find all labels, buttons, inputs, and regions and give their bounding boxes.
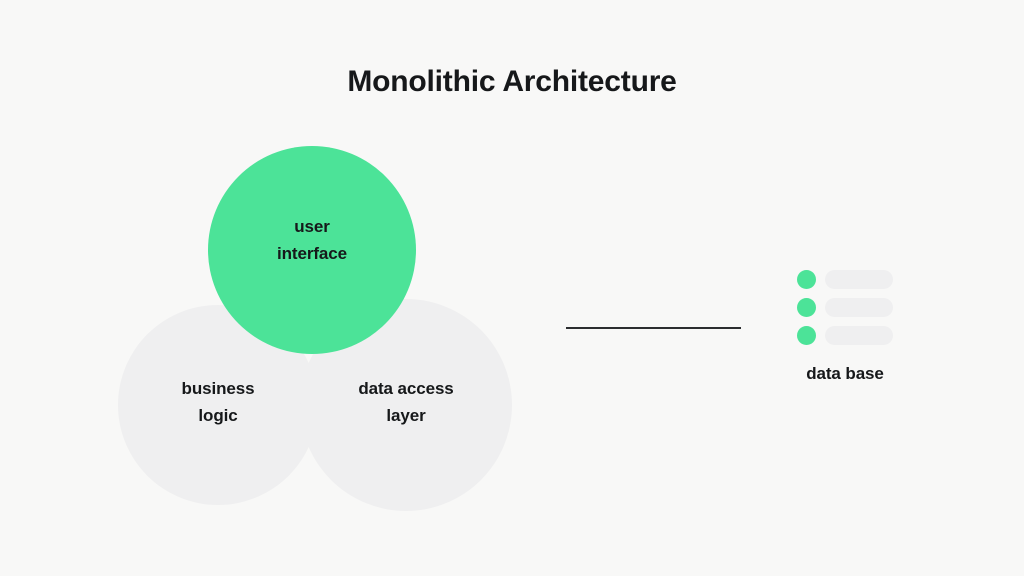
venn-circle-data-access-layer-label: data access layer — [358, 379, 454, 425]
venn-circle-user-interface-label: user interface — [277, 217, 347, 263]
venn-circle-business-logic-label: business logic — [181, 379, 255, 425]
database-row — [797, 326, 893, 345]
database-bar-icon — [825, 298, 893, 317]
page-title: Monolithic Architecture — [347, 65, 677, 98]
venn-circle-user-interface: user interface — [208, 146, 416, 354]
database-row — [797, 298, 893, 317]
database-caption: data base — [806, 364, 884, 383]
database-bar-icon — [825, 270, 893, 289]
database-dot-icon — [797, 298, 816, 317]
database-icon — [797, 270, 893, 345]
database-bar-icon — [825, 326, 893, 345]
database-dot-icon — [797, 270, 816, 289]
connector-line-icon — [566, 327, 741, 329]
database-dot-icon — [797, 326, 816, 345]
venn-circle-data-access-layer: data access layer — [300, 299, 512, 511]
database-row — [797, 270, 893, 289]
